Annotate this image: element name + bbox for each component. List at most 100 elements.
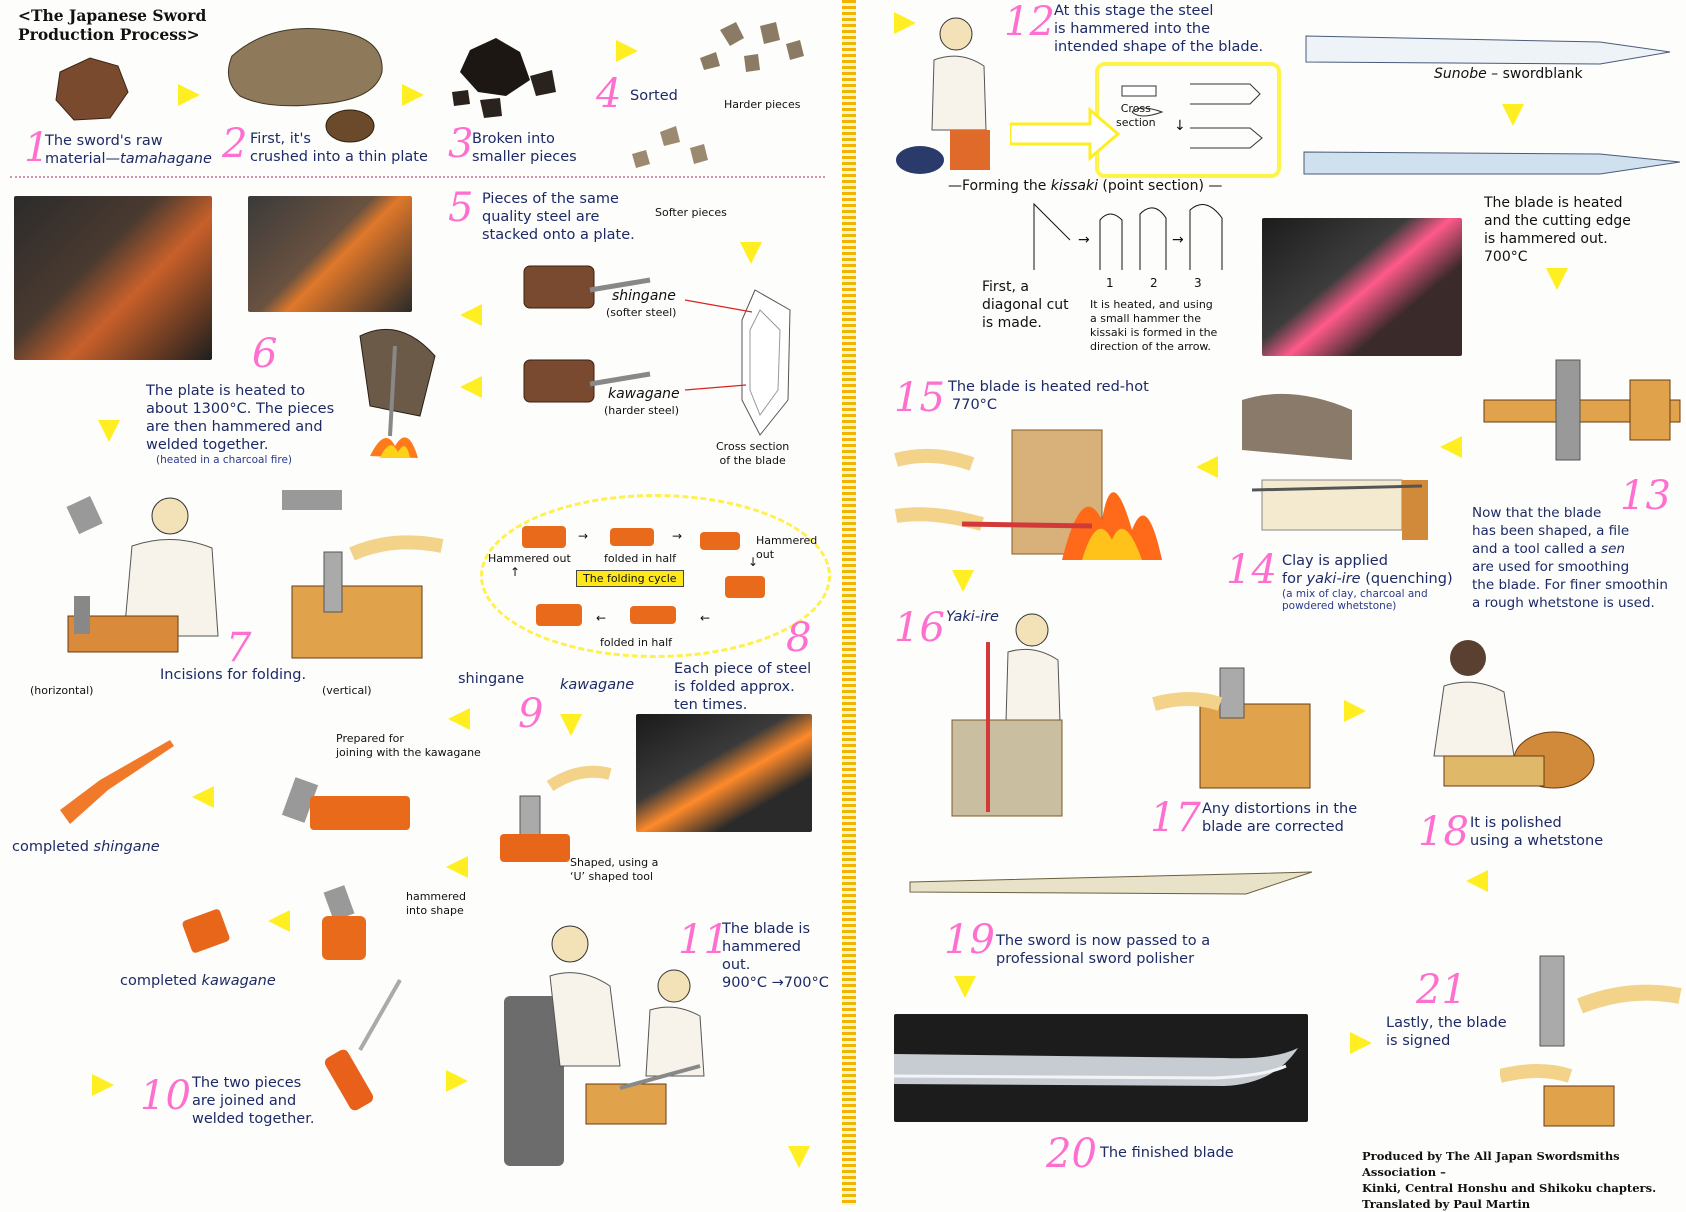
step-14-number: 14	[1226, 547, 1277, 593]
photo-folding-steel	[636, 714, 812, 832]
arrow-15-16	[952, 570, 974, 592]
prepared-shingane-hammer	[281, 777, 410, 830]
step-4-number: 4	[596, 71, 622, 117]
kawagane-label: kawagane	[608, 386, 680, 402]
sunobe-label: Sunobe – swordblank	[1434, 66, 1583, 82]
kissaki-step-1: 1	[1106, 276, 1114, 290]
arrow-9-shingane	[448, 708, 470, 730]
step-7-text: Incisions for folding.	[160, 667, 307, 683]
step-7-number: 7	[226, 625, 252, 671]
arrow-17-18	[1344, 700, 1366, 722]
step-15-number: 15	[894, 375, 945, 421]
step-18-polishing-illustration	[1433, 640, 1595, 789]
arrow-10-11	[446, 1070, 468, 1092]
step-18-number: 18	[1418, 809, 1469, 855]
shaped-u-tool-illustration	[500, 765, 612, 862]
page-title: <The Japanese Sword Production Process>	[18, 6, 206, 44]
step-2-number: 2	[222, 121, 248, 167]
vertical-label: (vertical)	[322, 684, 372, 697]
svg-text:←: ←	[700, 611, 710, 625]
arrow-4-5	[740, 242, 762, 264]
folding-cycle-pieces: → → ← ← ↑ ↓	[510, 526, 765, 626]
vertical-incision-figure	[282, 490, 444, 659]
arrow-9-completed-shingane	[192, 786, 214, 808]
step-6-number: 6	[252, 331, 278, 377]
horizontal-label: (horizontal)	[30, 684, 94, 697]
arrow-11-12	[788, 1146, 810, 1168]
cycle-folded-half-top: folded in half	[604, 552, 677, 565]
diagonal-cut-text: First, a diagonal cut is made.	[982, 279, 1069, 331]
arrow-into-10	[92, 1074, 114, 1096]
arrow-14-15	[1196, 456, 1218, 478]
folding-cycle-ellipse	[480, 494, 831, 658]
arrow-into-12	[894, 12, 916, 34]
step-12-text: At this stage the steel is hammered into…	[1054, 3, 1264, 55]
kissaki-formed-text: It is heated, and using a small hammer t…	[1090, 298, 1218, 353]
thin-plate	[227, 27, 383, 143]
broken-pieces	[452, 38, 556, 118]
blade-cross-section	[684, 289, 791, 436]
step-4-text: Sorted	[630, 88, 678, 104]
shingane-label: shingane	[612, 288, 676, 304]
arrow-12-13	[1546, 268, 1568, 290]
kawagane-sub-label: (harder steel)	[604, 404, 680, 417]
step-12-number: 12	[1004, 0, 1055, 45]
step-5-number: 5	[448, 185, 474, 231]
step-1-number: 1	[24, 125, 50, 171]
arrow-2-3	[402, 84, 424, 106]
step-15-heating-illustration	[894, 429, 1162, 560]
cross-section-label: Cross section of the blade	[716, 440, 790, 467]
shingane-sub-label: (softer steel)	[606, 306, 677, 319]
step-20-number: 20	[1046, 1131, 1097, 1177]
kissaki-heading: —Forming the kissaki (point section) —	[948, 178, 1223, 194]
arrow-18-19	[1466, 870, 1488, 892]
title-line-1: <The Japanese Sword	[18, 6, 207, 25]
svg-text:↑: ↑	[510, 565, 520, 579]
arrow-19-20	[954, 976, 976, 998]
hammered-into-shape	[322, 885, 366, 960]
arrow-6-7	[98, 420, 120, 442]
step-11-number: 11	[678, 917, 729, 963]
stacked-plates-illustration	[523, 265, 791, 436]
raw-materials-illustrations	[55, 22, 804, 168]
step-17-correction-illustration	[1152, 667, 1311, 789]
kissaki-step-3: 3	[1194, 276, 1202, 290]
step-16-yaki-ire-illustration	[951, 613, 1063, 817]
arrow-9-kawagane	[560, 714, 582, 736]
step-6-text: The plate is heated to about 1300°C. The…	[146, 383, 335, 453]
step-16-number: 16	[894, 605, 945, 651]
step-2-text: First, it's crushed into a thin plate	[250, 131, 428, 165]
step-14-text: Clay is applied for yaki-ire (quenching)	[1282, 553, 1453, 587]
step-9-kawagane: kawagane	[560, 677, 635, 693]
cycle-folded-half-bottom: folded in half	[600, 636, 673, 649]
sunobe-blades	[1303, 35, 1681, 175]
step-18-text: It is polished using a whetstone	[1470, 815, 1604, 849]
svg-text:→: →	[1172, 232, 1184, 248]
kissaki-step-2: 2	[1150, 276, 1158, 290]
photo-heated-blade	[1262, 218, 1462, 356]
step-21-text: Lastly, the blade is signed	[1386, 1015, 1507, 1049]
joined-welded-pieces	[324, 979, 402, 1111]
photo-charcoal-fire	[248, 196, 412, 312]
step-21-number: 21	[1416, 967, 1467, 1013]
svg-text:→: →	[578, 529, 588, 543]
arrow-5-6-top	[460, 304, 482, 326]
step-9-10-illustrations	[60, 740, 410, 1111]
svg-text:↓: ↓	[1174, 118, 1186, 134]
arrow-3-4	[616, 40, 638, 62]
step-6-hammering-illustration	[359, 328, 436, 458]
step-20-text: The finished blade	[1100, 1145, 1234, 1161]
svg-text:↓: ↓	[748, 555, 758, 569]
harder-pieces-label: Harder pieces	[724, 98, 801, 111]
step-17-number: 17	[1150, 795, 1201, 841]
step-6-note: (heated in a charcoal fire)	[156, 454, 292, 466]
step-16-text: Yaki-ire	[946, 609, 999, 625]
finished-blade-shape	[894, 1048, 1298, 1086]
hammered-into-shape-label: hammered into shape	[406, 890, 466, 917]
row-separator	[10, 176, 825, 178]
step-11-hammering-illustration	[504, 925, 705, 1166]
svg-text:→: →	[1078, 232, 1090, 248]
step-5-text: Pieces of the same quality steel are sta…	[482, 191, 635, 243]
completed-shingane-blade	[60, 740, 174, 824]
step-19-text: The sword is now passed to a professiona…	[996, 933, 1211, 967]
